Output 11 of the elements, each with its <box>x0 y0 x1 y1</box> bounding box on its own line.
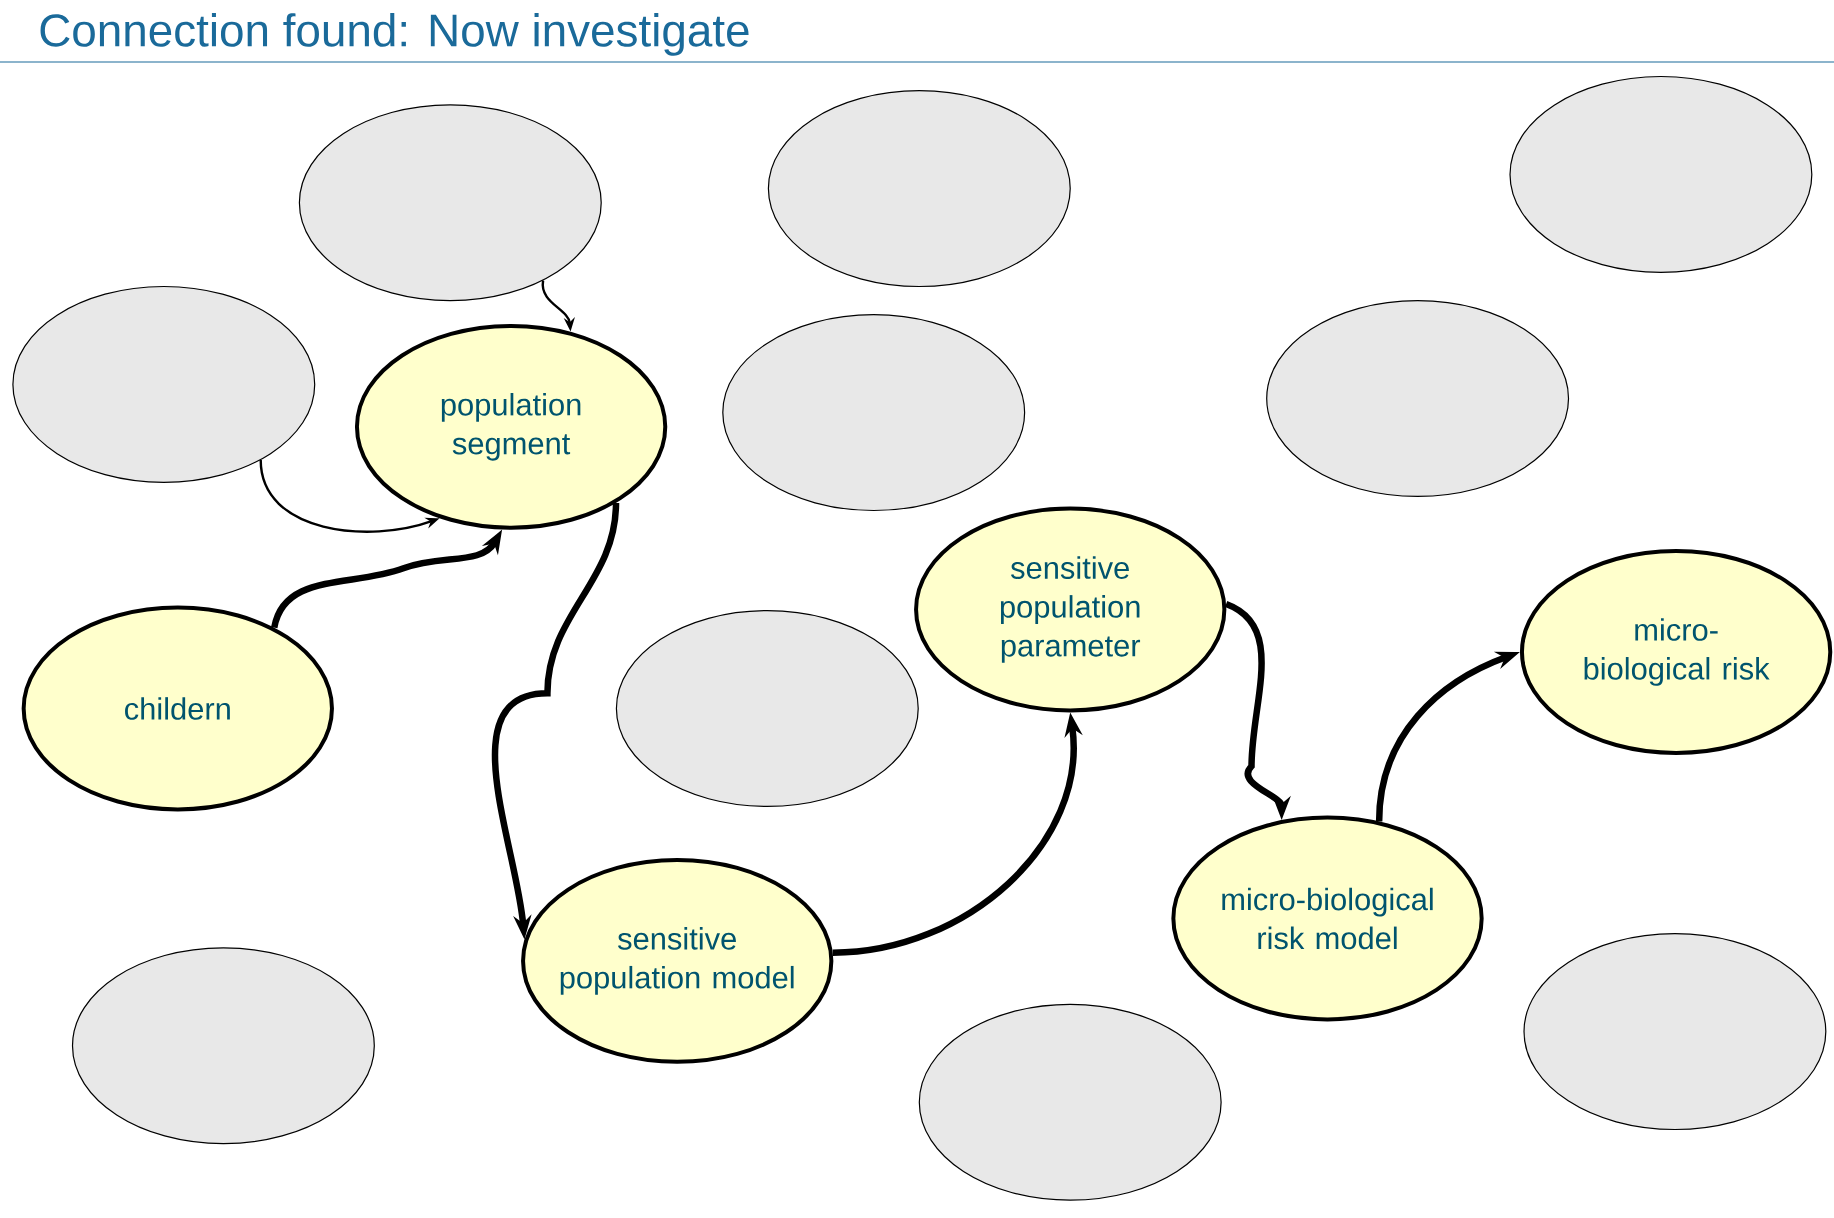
title: Connection found: Now investigate <box>40 13 749 56</box>
empty-ellipse <box>767 90 1071 288</box>
empty-ellipse <box>1266 300 1570 497</box>
empty-ellipse <box>12 285 316 483</box>
empty-ellipse <box>1523 933 1827 1131</box>
empty-ellipse <box>1509 75 1813 273</box>
empty-ellipse <box>298 104 602 302</box>
empty-ellipse <box>722 314 1026 512</box>
empty-ellipse <box>71 947 375 1145</box>
empty-ellipse <box>615 610 919 807</box>
empty-ellipse <box>918 1003 1222 1201</box>
